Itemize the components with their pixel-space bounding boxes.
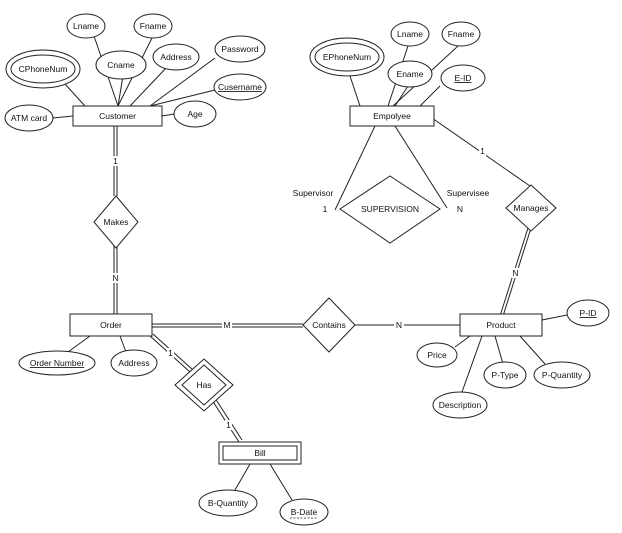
svg-text:CPhoneNum: CPhoneNum xyxy=(19,64,68,74)
svg-text:Cusername: Cusername xyxy=(218,82,262,92)
attribute-customer-lname[interactable]: Lname xyxy=(66,13,106,39)
attribute-employee-fname[interactable]: Fname xyxy=(441,21,481,47)
svg-text:Manages: Manages xyxy=(514,203,549,213)
svg-text:Customer: Customer xyxy=(99,111,136,121)
attribute-product-price[interactable]: Price xyxy=(416,342,458,368)
attribute-product-pquantity[interactable]: P-Quantity xyxy=(533,361,591,389)
svg-text:Lname: Lname xyxy=(73,21,99,31)
entity-order[interactable]: Order xyxy=(69,313,153,337)
cardinality-labels: 1 N M N 1 1 1 N 1 N xyxy=(112,146,519,430)
attribute-customer-atm-card[interactable]: ATM card xyxy=(4,104,54,132)
svg-text:Cname: Cname xyxy=(107,60,135,70)
identifying-relationship-has[interactable]: Has xyxy=(174,358,234,412)
svg-text:Price: Price xyxy=(427,350,447,360)
key-attribute-order-number[interactable]: Order Number xyxy=(18,350,96,376)
attribute-product-ptype[interactable]: P-Type xyxy=(483,361,527,389)
svg-text:Address: Address xyxy=(118,358,149,368)
svg-text:P-ID: P-ID xyxy=(580,308,597,318)
svg-text:Address: Address xyxy=(160,52,191,62)
svg-text:Password: Password xyxy=(221,44,259,54)
role-labels: Supervisor Supervisee xyxy=(293,188,490,198)
attribute-bill-bquantity[interactable]: B-Quantity xyxy=(198,489,258,517)
svg-text:Product: Product xyxy=(486,320,516,330)
cardinality-supervision-left: 1 xyxy=(323,204,328,214)
svg-text:Makes: Makes xyxy=(103,217,128,227)
svg-text:B-Date: B-Date xyxy=(291,507,318,517)
svg-text:Order Number: Order Number xyxy=(30,358,84,368)
cardinality-contains-order: M xyxy=(223,320,230,330)
attribute-customer-address[interactable]: Address xyxy=(152,43,200,71)
cardinality-manages-product: N xyxy=(512,268,518,278)
svg-text:P-Quantity: P-Quantity xyxy=(542,370,583,380)
cardinality-makes-customer: 1 xyxy=(113,156,118,166)
svg-text:Age: Age xyxy=(187,109,202,119)
svg-text:Lname: Lname xyxy=(397,29,423,39)
svg-text:E-ID: E-ID xyxy=(455,73,472,83)
svg-text:Order: Order xyxy=(100,320,122,330)
cardinality-makes-order: N xyxy=(112,273,118,283)
relationship-supervision[interactable]: SUPERVISION xyxy=(339,175,441,244)
relationship-makes[interactable]: Makes xyxy=(93,195,139,249)
cardinality-manages-employee: 1 xyxy=(480,146,485,156)
attribute-customer-age[interactable]: Age xyxy=(173,100,217,128)
svg-text:Fname: Fname xyxy=(140,21,167,31)
svg-text:EPhoneNum: EPhoneNum xyxy=(323,52,371,62)
key-attribute-product-pid[interactable]: P-ID xyxy=(566,299,610,327)
relationship-contains[interactable]: Contains xyxy=(302,297,356,353)
attribute-customer-cname[interactable]: Cname xyxy=(95,50,147,80)
svg-text:Empolyee: Empolyee xyxy=(373,111,411,121)
cardinality-supervision-right: N xyxy=(457,204,463,214)
entity-customer[interactable]: Customer xyxy=(72,105,163,127)
role-supervisor: Supervisor xyxy=(293,188,334,198)
relationship-manages[interactable]: Manages xyxy=(505,184,557,232)
svg-text:Ename: Ename xyxy=(397,69,424,79)
svg-text:SUPERVISION: SUPERVISION xyxy=(361,204,419,214)
weak-entity-bill[interactable]: Bill xyxy=(218,441,302,465)
partial-key-attribute-bill-bdate[interactable]: B-Date xyxy=(279,498,329,526)
svg-text:ATM card: ATM card xyxy=(11,113,47,123)
attribute-order-address[interactable]: Address xyxy=(110,349,158,377)
svg-text:B-Quantity: B-Quantity xyxy=(208,498,249,508)
entity-employee[interactable]: Empolyee xyxy=(349,105,435,127)
svg-text:Fname: Fname xyxy=(448,29,475,39)
attribute-employee-lname[interactable]: Lname xyxy=(390,21,430,47)
cardinality-contains-product: N xyxy=(396,320,402,330)
key-attribute-employee-eid[interactable]: E-ID xyxy=(440,64,486,92)
cardinality-has-bill: 1 xyxy=(226,420,231,430)
attribute-product-description[interactable]: Description xyxy=(432,391,488,419)
svg-text:P-Type: P-Type xyxy=(492,370,519,380)
connector-lines xyxy=(52,35,568,501)
cardinality-has-order: 1 xyxy=(168,348,173,358)
role-supervisee: Supervisee xyxy=(447,188,490,198)
svg-text:Has: Has xyxy=(196,380,211,390)
attribute-employee-ename[interactable]: Ename xyxy=(387,60,433,88)
svg-text:Bill: Bill xyxy=(254,448,265,458)
attribute-customer-password[interactable]: Password xyxy=(214,35,266,63)
svg-text:Description: Description xyxy=(439,400,482,410)
key-attribute-customer-cusername[interactable]: Cusername xyxy=(213,73,267,101)
multivalued-attribute-employee-ephonenum[interactable]: EPhoneNum xyxy=(309,37,385,77)
svg-text:Contains: Contains xyxy=(312,320,346,330)
attribute-customer-fname[interactable]: Fname xyxy=(133,13,173,39)
entity-product[interactable]: Product xyxy=(459,313,543,337)
multivalued-attribute-customer-cphonenum[interactable]: CPhoneNum xyxy=(5,49,81,89)
